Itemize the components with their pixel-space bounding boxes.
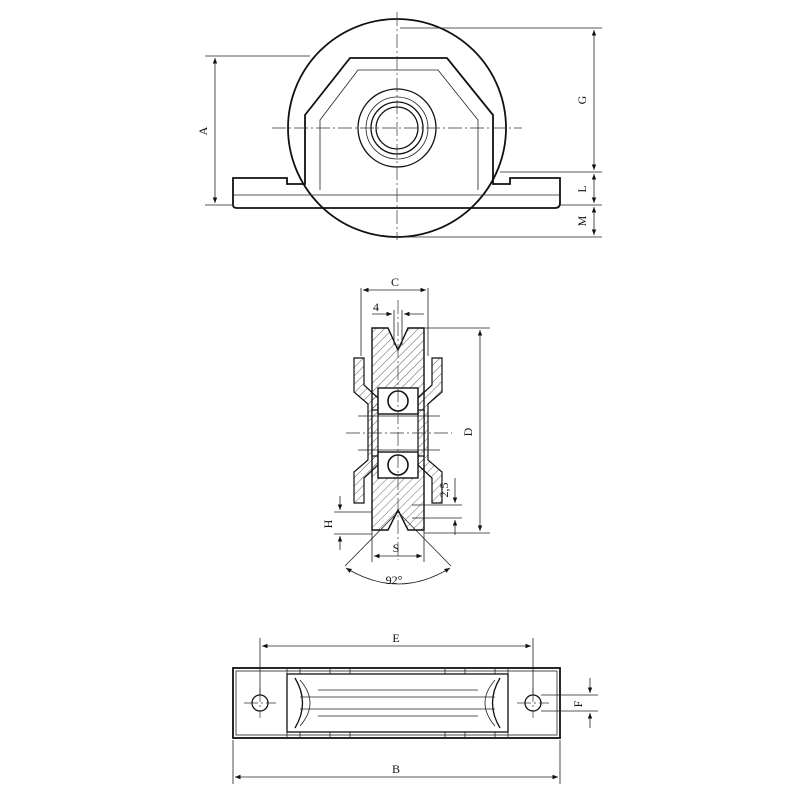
base-plate-outline [232, 667, 561, 739]
dim-c-label: C [391, 275, 399, 289]
dim-m-label: M [575, 215, 589, 226]
dim-a-label: A [196, 126, 210, 135]
left-plate [353, 357, 379, 504]
dim-angle-label: 92° [386, 573, 403, 587]
dim-h-label: H [321, 519, 335, 528]
dim-f-label: F [571, 700, 585, 707]
dim-groove-depth-label: 2,5 [437, 483, 451, 498]
dim-groove-width-label: 4 [373, 300, 379, 314]
dim-l-label: L [575, 185, 589, 192]
dim-e-label: E [392, 631, 399, 645]
housing-inner-line [319, 69, 479, 190]
front-view: A G L M [196, 12, 602, 240]
right-plate [417, 357, 443, 504]
dim-b-label: B [392, 762, 400, 776]
dim-angle-arc [345, 567, 451, 585]
wheel-top-view [286, 673, 509, 733]
top-view: E F B [232, 631, 598, 784]
dim-d-label: D [461, 427, 475, 436]
section-view: C 4 D 2,5 H S 92° [321, 275, 490, 587]
dim-s-label: S [393, 541, 400, 555]
dim-g-label: G [575, 95, 589, 104]
housing-outline [232, 57, 561, 209]
